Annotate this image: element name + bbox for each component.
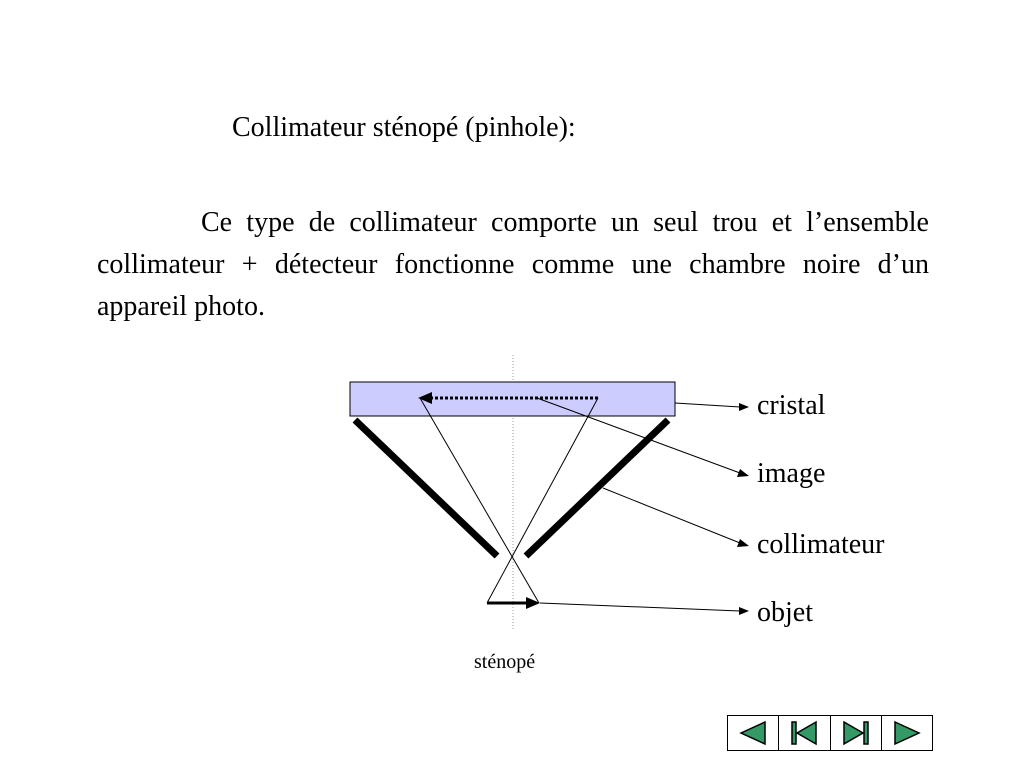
- leader-image-head: [737, 469, 749, 477]
- slide-navigation-bar: [727, 715, 933, 751]
- label-objet: objet: [757, 597, 813, 628]
- last-slide-button[interactable]: [830, 716, 882, 750]
- ray-2: [486, 397, 599, 604]
- label-collimateur: collimateur: [757, 529, 885, 560]
- leader-objet: [539, 602, 741, 612]
- first-slide-icon: [791, 720, 818, 746]
- label-cristal: cristal: [757, 390, 826, 421]
- next-slide-button[interactable]: [881, 716, 932, 750]
- leader-objet-head: [739, 607, 749, 615]
- triangle-left-icon: [739, 720, 766, 746]
- leader-collimateur: [602, 487, 741, 544]
- label-stenope: sténopé: [474, 651, 536, 673]
- leader-collimateur-head: [737, 539, 749, 547]
- triangle-right-icon: [894, 720, 921, 746]
- ray-1: [419, 397, 540, 604]
- label-image: image: [757, 458, 826, 489]
- last-slide-icon: [842, 720, 869, 746]
- collimator-left-wall: [352, 417, 500, 559]
- collimator-right-wall: [523, 417, 671, 559]
- leader-cristal: [674, 402, 741, 408]
- slide-paragraph: Ce type de collimateur comporte un seul …: [97, 207, 929, 322]
- leader-cristal-head: [739, 403, 749, 411]
- image-arrowhead: [418, 392, 432, 404]
- object-arrowhead: [526, 597, 540, 609]
- first-slide-button[interactable]: [779, 716, 831, 750]
- previous-slide-button[interactable]: [728, 716, 780, 750]
- slide-title: Collimateur sténopé (pinhole):: [232, 112, 576, 143]
- leader-image: [536, 397, 741, 474]
